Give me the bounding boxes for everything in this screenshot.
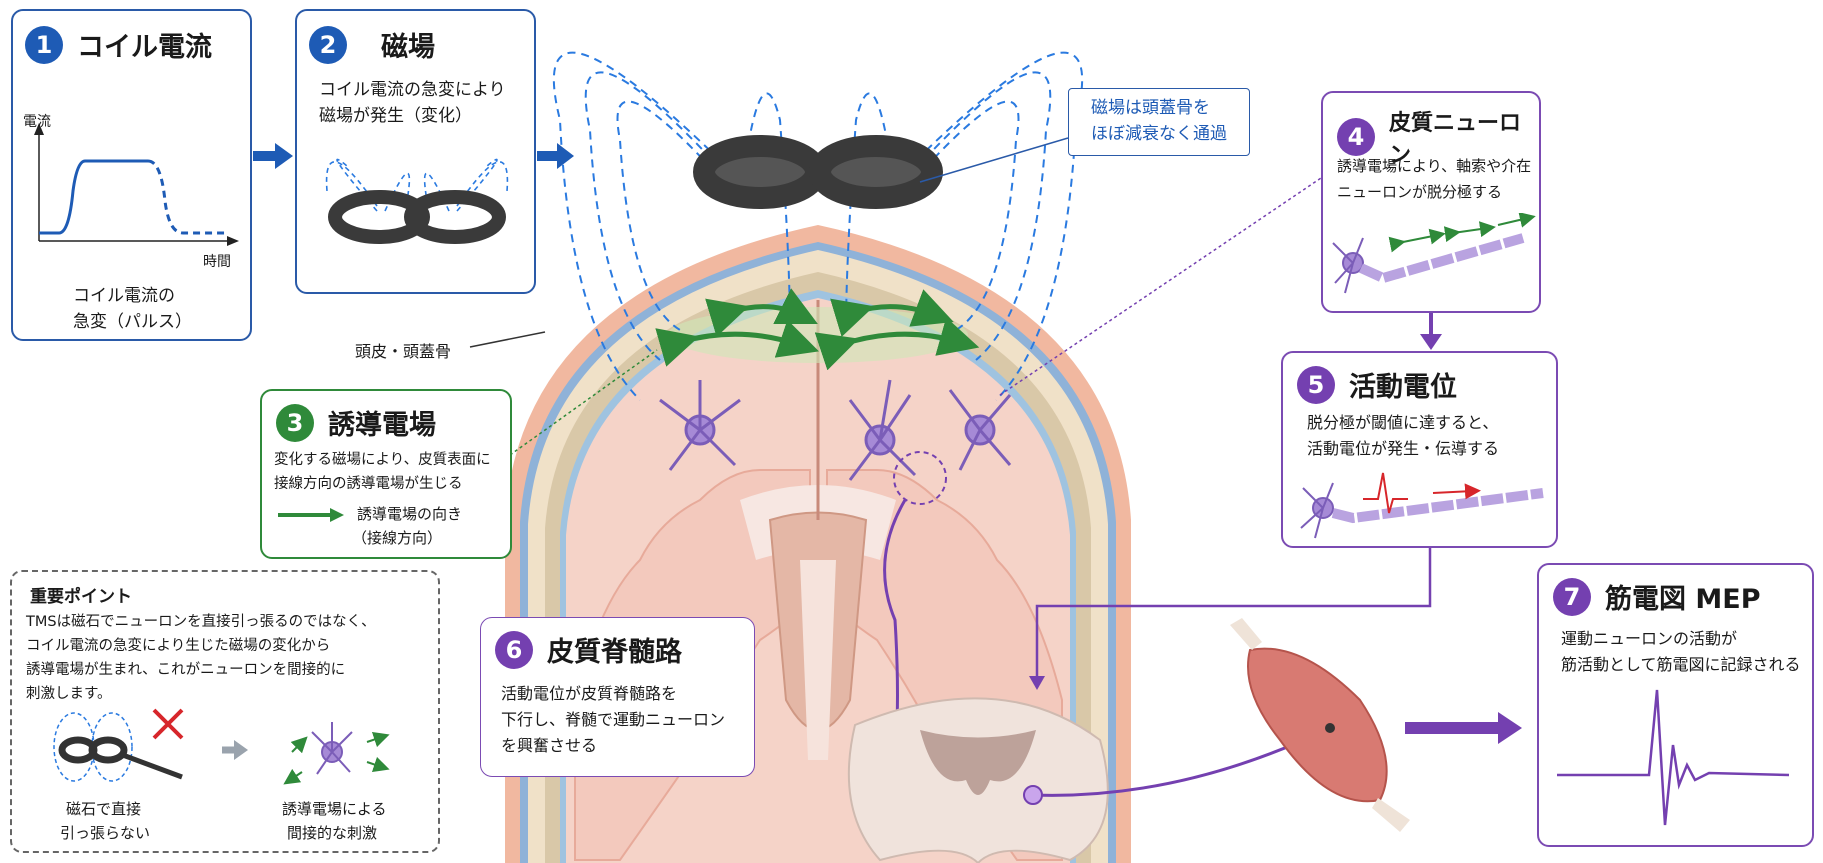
step2-title: 磁場 xyxy=(381,32,435,63)
step1-xlabel: 時間 xyxy=(203,254,231,270)
step7-desc2: 筋活動として筋電図に記録される xyxy=(1561,655,1801,674)
induced-field-legend-arrow xyxy=(278,508,344,522)
step5-panel: 5 活動電位 脱分極が閾値に達すると、 活動電位が発生・伝導する xyxy=(1281,351,1558,548)
step3-legend1: 誘導電場の向き xyxy=(357,505,463,523)
step1-ylabel: 電流 xyxy=(23,114,51,130)
step6-panel: 6 皮質脊髄路 活動電位が皮質脊髄路を 下行し、脊髄で運動ニューロン を興奮させ… xyxy=(480,617,755,777)
coil-field-small xyxy=(325,158,509,244)
step6-desc1: 活動電位が皮質脊髄路を xyxy=(501,684,678,703)
coil-current-plot xyxy=(34,123,239,246)
key-point-left2: 引っ張らない xyxy=(60,824,151,842)
scalp-skull-label: 頭皮・頭蓋骨 xyxy=(355,342,452,361)
key-point-left1: 磁石で直接 xyxy=(66,800,142,818)
step6-desc2: 下行し、脊髄で運動ニューロン xyxy=(501,710,726,729)
magnetic-field-lines xyxy=(552,51,1084,401)
key-point-title: 重要ポイント xyxy=(30,587,132,607)
step2-desc2: 磁場が発生（変化） xyxy=(319,106,472,126)
step4-neuron-illustration xyxy=(1332,213,1536,294)
arrow-5-to-6 xyxy=(1035,548,1432,678)
step3-title: 誘導電場 xyxy=(328,410,436,441)
step4-desc2: ニューロンが脱分極する xyxy=(1337,183,1503,201)
step4-panel: 4 皮質ニューロン 誘導電場により、軸索や介在 ニューロンが脱分極する xyxy=(1321,91,1541,313)
step7-number: 7 xyxy=(1553,577,1591,616)
skull-pass-callout: 磁場は頭蓋骨を ほぼ減衰なく通過 xyxy=(1068,88,1250,156)
step7-panel: 7 筋電図 MEP 運動ニューロンの活動が 筋活動として筋電図に記録される xyxy=(1537,563,1814,847)
step3-connector xyxy=(509,349,658,456)
step3-panel: 3 誘導電場 変化する磁場により、皮質表面に 接線方向の誘導電場が生じる 誘導電… xyxy=(260,389,512,559)
cortical-neurons xyxy=(659,379,1012,481)
step3-number: 3 xyxy=(276,403,314,442)
step6-title: 皮質脊髄路 xyxy=(547,637,682,668)
step3-desc2: 接線方向の誘導電場が生じる xyxy=(274,476,463,492)
step5-desc1: 脱分極が閾値に達すると、 xyxy=(1307,413,1499,432)
step5-desc2: 活動電位が発生・伝導する xyxy=(1307,439,1500,458)
arrow-right-icon xyxy=(234,740,248,760)
step2-desc1: コイル電流の急変により xyxy=(319,80,506,100)
step1-desc1: コイル電流の xyxy=(73,286,175,306)
step4-number: 4 xyxy=(1337,118,1375,156)
step5-action-potential-illustration xyxy=(1300,472,1544,539)
step4-desc1: 誘導電場により、軸索や介在 xyxy=(1337,157,1532,175)
key-point-illustration xyxy=(53,708,390,785)
step2-number: 2 xyxy=(309,25,347,64)
step5-number: 5 xyxy=(1297,365,1335,404)
cross-icon xyxy=(152,708,184,740)
key-point-line4: 刺激します。 xyxy=(26,686,112,702)
key-point-right2: 間接的な刺激 xyxy=(287,824,378,842)
step1-panel: 1 コイル電流 電流 時間 コイル電流の 急変（パルス） xyxy=(11,9,252,341)
key-point-line3: 誘導電場が生まれ、これがニューロンを間接的に xyxy=(26,662,346,678)
step1-title: コイル電流 xyxy=(77,32,212,63)
tms-coil-large xyxy=(693,135,943,209)
spinal-cord xyxy=(847,697,1109,863)
key-point-right1: 誘導電場による xyxy=(282,800,387,818)
step7-desc1: 運動ニューロンの活動が xyxy=(1561,629,1738,648)
step2-panel: 2 磁場 コイル電流の急変により 磁場が発生（変化） xyxy=(295,9,536,294)
step7-title: 筋電図 MEP xyxy=(1605,584,1761,615)
motor-neuron xyxy=(1023,785,1043,805)
step5-title: 活動電位 xyxy=(1349,372,1457,403)
key-point-line2: コイル電流の急変により生じた磁場の変化から xyxy=(26,638,331,654)
step3-legend2: （接線方向） xyxy=(352,529,443,547)
skull-pass-line2: ほぼ減衰なく通過 xyxy=(1091,124,1227,144)
step6-desc3: を興奮させる xyxy=(501,736,598,755)
mep-emg-trace xyxy=(1557,689,1790,826)
step6-number: 6 xyxy=(495,630,533,669)
key-point-line1: TMSは磁石でニューロンを直接引っ張るのではなく、 xyxy=(26,614,376,630)
scalp-label-line xyxy=(469,331,546,348)
step4-title: 皮質ニューロン xyxy=(1389,111,1522,168)
step4-connector xyxy=(999,177,1322,396)
skull-pass-line1: 磁場は頭蓋骨を xyxy=(1091,98,1210,118)
key-point-panel: 重要ポイント TMSは磁石でニューロンを直接引っ張るのではなく、 コイル電流の急… xyxy=(10,570,440,853)
induced-field-arrows xyxy=(655,288,980,371)
axon-highlight-circle xyxy=(893,451,947,505)
muscle xyxy=(1230,618,1410,832)
step1-desc2: 急変（パルス） xyxy=(73,312,192,332)
step3-desc1: 変化する磁場により、皮質表面に xyxy=(274,452,491,468)
skull-callout-line xyxy=(919,137,1069,183)
step1-number: 1 xyxy=(25,25,63,64)
